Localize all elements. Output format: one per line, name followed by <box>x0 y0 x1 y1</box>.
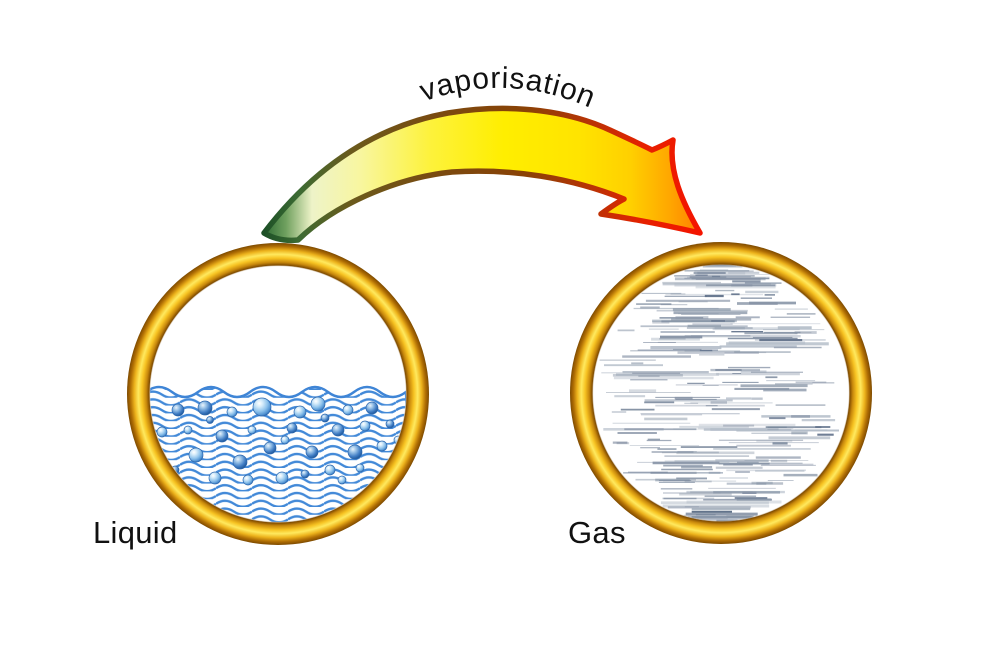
vaporisation-arrow <box>261 105 703 244</box>
liquid-circle <box>127 243 429 545</box>
liquid-label: Liquid <box>93 515 178 550</box>
liquid-gold-ring <box>127 243 429 545</box>
gas-label: Gas <box>568 515 626 550</box>
gas-circle <box>570 242 872 544</box>
arrow-band <box>261 105 703 244</box>
gas-gold-ring <box>570 242 872 544</box>
